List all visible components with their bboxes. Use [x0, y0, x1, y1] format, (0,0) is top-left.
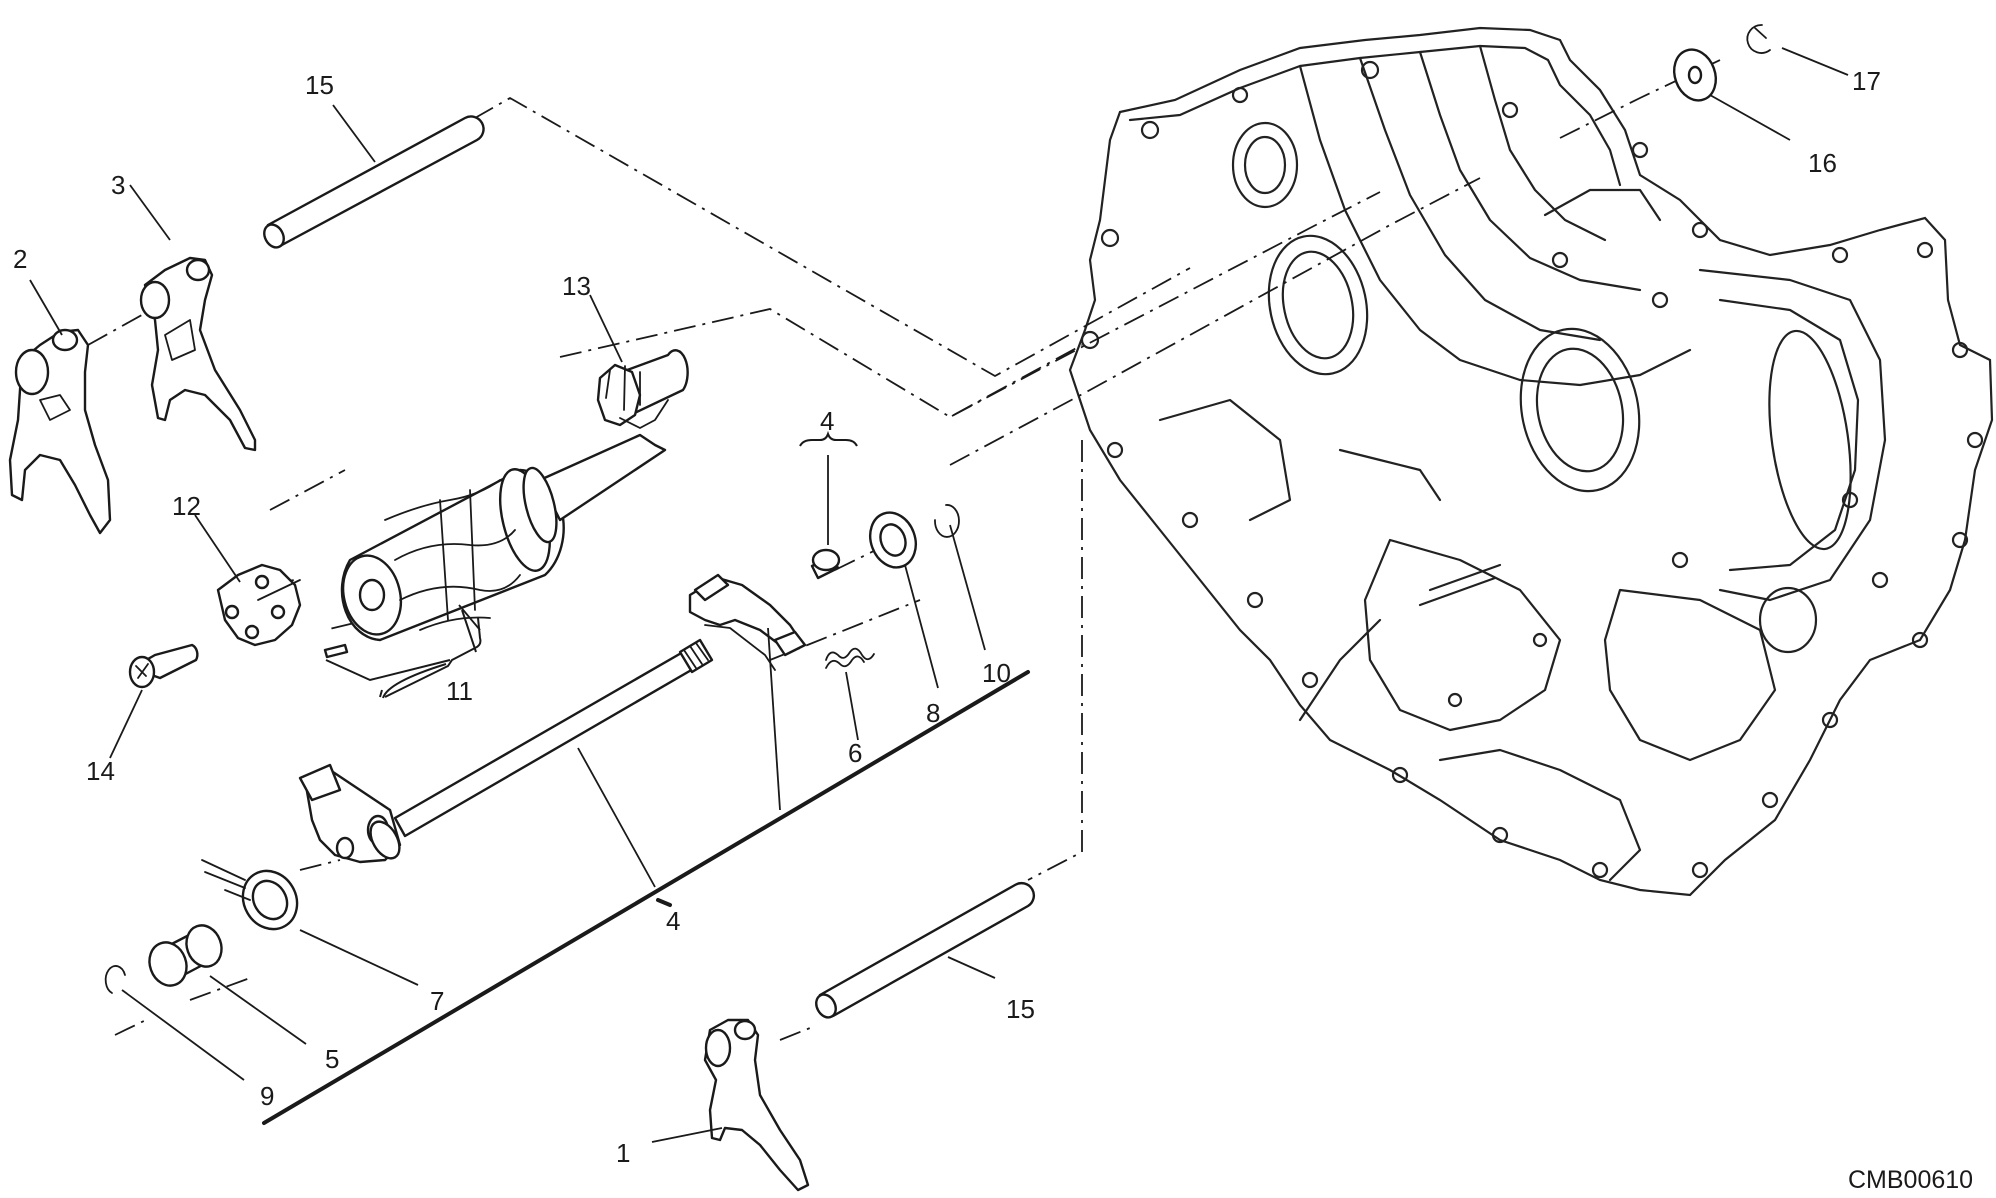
clip-17 — [1746, 24, 1771, 54]
screw-14 — [128, 643, 199, 689]
callout-7: 7 — [430, 986, 444, 1016]
callout-10: 10 — [982, 658, 1011, 688]
callout-11: 11 — [446, 676, 473, 706]
shift-fork-1 — [703, 1018, 810, 1192]
shift-fork-3 — [139, 256, 257, 452]
callout-8: 8 — [926, 698, 940, 728]
callout-3: 3 — [111, 170, 125, 200]
circlip-9 — [104, 965, 126, 994]
callout-17: 17 — [1852, 66, 1881, 96]
fork-rod-bottom — [815, 882, 1035, 1019]
seal-ring-8 — [869, 511, 917, 569]
callout-4-top: 4 — [820, 406, 834, 436]
callout-16: 16 — [1808, 148, 1837, 178]
spring-6 — [825, 647, 875, 669]
callout-labels: 15 3 2 13 4 12 11 14 8 10 6 4 7 5 9 15 1… — [13, 66, 1973, 1194]
drum-star-13 — [596, 349, 689, 429]
callout-6: 6 — [848, 738, 862, 768]
shift-fork-2 — [8, 328, 112, 535]
callout-9: 9 — [260, 1081, 274, 1111]
circlip-10 — [934, 504, 960, 538]
callout-5: 5 — [325, 1044, 339, 1074]
shift-drum — [340, 433, 667, 642]
fork-rod-top — [263, 115, 485, 249]
crankcase-half — [1068, 26, 1994, 897]
callout-2: 2 — [13, 244, 27, 274]
callout-1: 1 — [616, 1138, 630, 1168]
part-12-star — [216, 563, 302, 647]
pin-11 — [323, 643, 349, 659]
callout-4-bottom: 4 — [666, 906, 680, 936]
gearshift-shaft — [298, 638, 714, 864]
callout-15-top: 15 — [305, 70, 334, 100]
callout-15-bottom: 15 — [1006, 994, 1035, 1024]
bushing-5 — [148, 924, 223, 987]
drawing-code: CMB00610 — [1848, 1166, 1973, 1194]
torsion-spring-7 — [201, 859, 299, 931]
callout-leaders — [29, 47, 1849, 1143]
callout-12: 12 — [172, 491, 201, 521]
callout-13: 13 — [562, 271, 591, 301]
callout-14: 14 — [86, 756, 115, 786]
bushing-4 — [810, 548, 841, 580]
washer-16 — [1673, 48, 1717, 102]
